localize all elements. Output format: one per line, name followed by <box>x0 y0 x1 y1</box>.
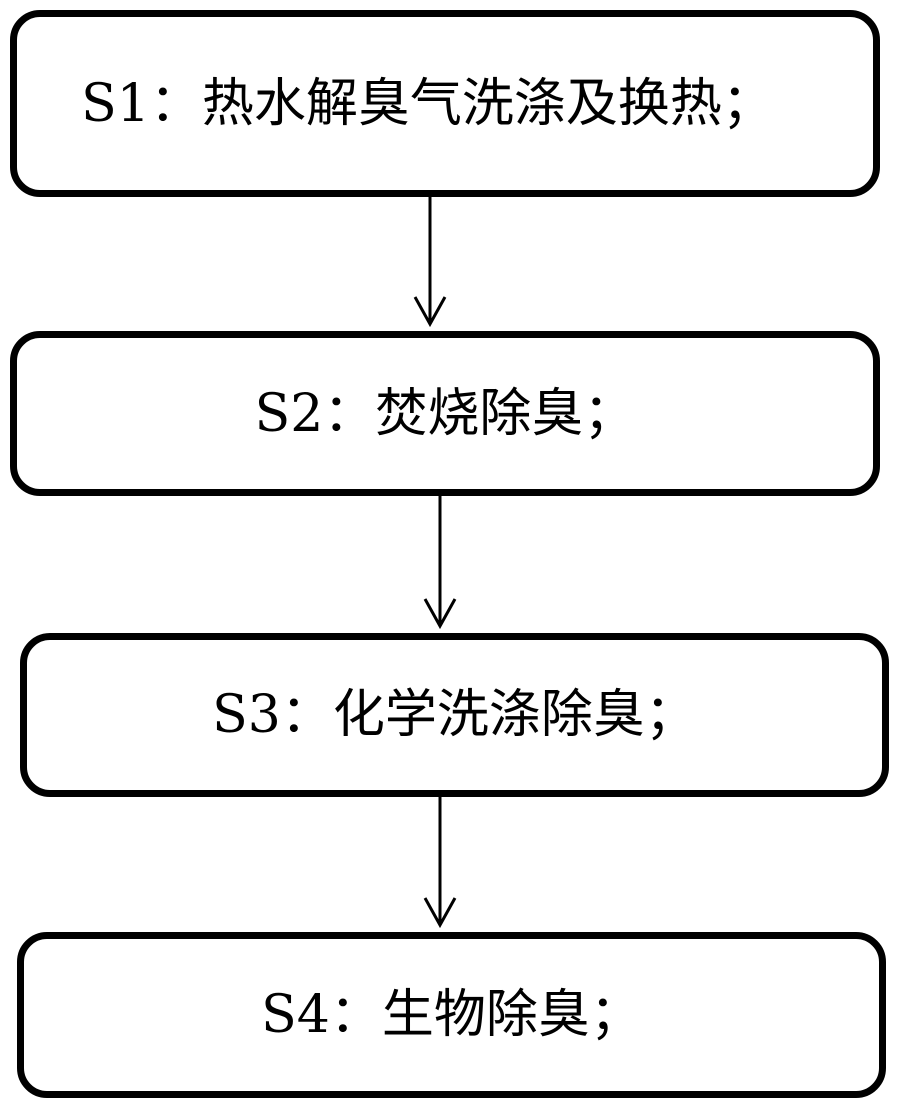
arrow-s3-s4 <box>423 797 457 929</box>
step-box-s1: S1：热水解臭气洗涤及换热； <box>10 10 880 197</box>
step-box-s4: S4：生物除臭； <box>17 932 886 1098</box>
step-label-s1: S1：热水解臭气洗涤及换热； <box>81 73 774 134</box>
step-label-s4: S4：生物除臭； <box>261 985 642 1045</box>
step-box-s3: S3：化学洗涤除臭； <box>20 633 889 797</box>
step-label-s2: S2：焚烧除臭； <box>254 383 636 444</box>
arrow-s2-s3 <box>423 496 457 630</box>
step-box-s2: S2：焚烧除臭； <box>10 331 880 496</box>
step-label-s3: S3：化学洗涤除臭； <box>212 685 697 745</box>
arrow-s1-s2 <box>413 197 447 328</box>
